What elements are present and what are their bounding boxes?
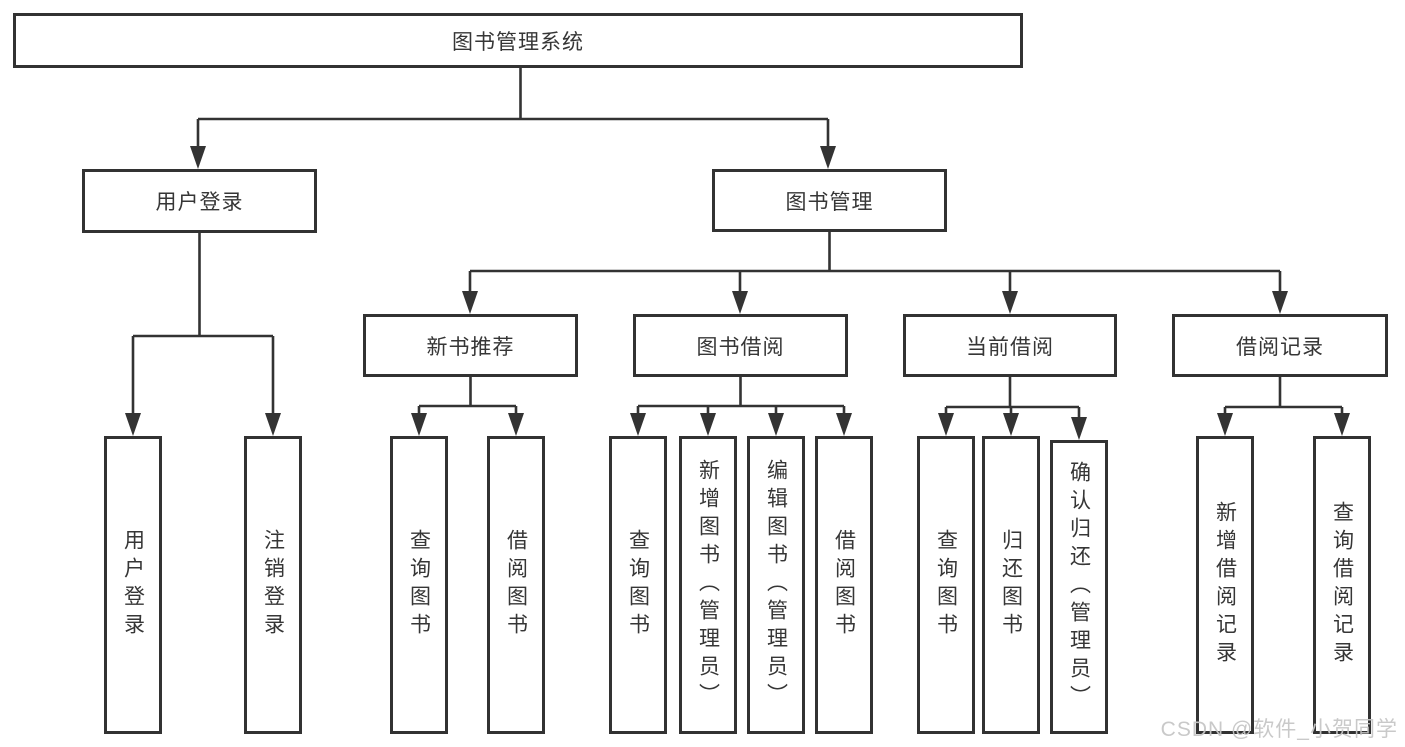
node-leaf-borrow-books-2-label: 借阅图书	[832, 529, 856, 641]
node-book-management: 图书管理	[712, 169, 947, 232]
arrowhead	[508, 413, 524, 436]
node-leaf-add-borrow-record-label: 新增借阅记录	[1213, 501, 1237, 669]
arrowhead	[938, 413, 954, 436]
node-leaf-return-books: 归还图书	[982, 436, 1040, 734]
node-book-management-label: 图书管理	[785, 190, 874, 214]
node-leaf-edit-books-admin: 编辑图书（管理员）	[747, 436, 805, 734]
arrowhead	[732, 291, 748, 314]
node-leaf-add-books-admin-label: 新增图书（管理员）	[696, 459, 720, 711]
node-leaf-logout-label: 注销登录	[261, 529, 285, 641]
arrowhead	[125, 413, 141, 436]
arrowhead	[1272, 291, 1288, 314]
node-leaf-user-login: 用户登录	[104, 436, 162, 734]
arrowhead	[1002, 291, 1018, 314]
arrowhead	[700, 413, 716, 436]
arrowhead	[1003, 413, 1019, 436]
node-leaf-confirm-return-admin: 确认归还（管理员）	[1050, 440, 1108, 734]
arrowhead	[190, 146, 206, 169]
node-leaf-query-books-1-label: 查询图书	[407, 529, 431, 641]
node-borrowing-records-label: 借阅记录	[1236, 335, 1324, 359]
node-leaf-add-borrow-record: 新增借阅记录	[1196, 436, 1254, 734]
node-book-borrowing-label: 图书借阅	[696, 335, 785, 359]
node-leaf-edit-books-admin-label: 编辑图书（管理员）	[764, 459, 788, 711]
node-root: 图书管理系统	[13, 13, 1023, 68]
node-new-book-recommend-label: 新书推荐	[426, 335, 515, 359]
node-leaf-query-books-1: 查询图书	[390, 436, 448, 734]
arrowhead	[768, 413, 784, 436]
node-leaf-user-login-label: 用户登录	[121, 529, 145, 641]
node-leaf-borrow-books-1: 借阅图书	[487, 436, 545, 734]
node-book-borrowing: 图书借阅	[633, 314, 848, 377]
connector-book-borrowing	[636, 377, 846, 418]
node-new-book-recommend: 新书推荐	[363, 314, 578, 377]
arrowhead	[1217, 413, 1233, 436]
arrowhead	[1071, 417, 1087, 440]
node-current-borrowing-label: 当前借阅	[966, 335, 1054, 359]
arrowhead	[265, 413, 281, 436]
connector-book-management	[468, 232, 1282, 296]
node-leaf-query-borrow-record: 查询借阅记录	[1313, 436, 1371, 734]
connector-root	[196, 68, 830, 150]
node-leaf-add-books-admin: 新增图书（管理员）	[679, 436, 737, 734]
node-leaf-confirm-return-admin-label: 确认归还（管理员）	[1067, 461, 1091, 713]
node-leaf-query-books-3-label: 查询图书	[934, 529, 958, 641]
arrowheads	[125, 146, 1350, 440]
arrowhead	[462, 291, 478, 314]
connector-borrowing-records	[1223, 377, 1344, 418]
node-leaf-query-borrow-record-label: 查询借阅记录	[1330, 501, 1354, 669]
node-leaf-query-books-2: 查询图书	[609, 436, 667, 734]
node-leaf-logout: 注销登录	[244, 436, 302, 734]
node-leaf-return-books-label: 归还图书	[999, 529, 1023, 641]
connector-new-book	[417, 377, 518, 418]
arrowhead	[820, 146, 836, 169]
arrowhead	[630, 413, 646, 436]
node-leaf-borrow-books-1-label: 借阅图书	[504, 529, 528, 641]
node-user-login-label: 用户登录	[155, 191, 244, 214]
node-leaf-borrow-books-2: 借阅图书	[815, 436, 873, 734]
node-current-borrowing: 当前借阅	[903, 314, 1117, 377]
node-leaf-query-books-3: 查询图书	[917, 436, 975, 734]
node-borrowing-records: 借阅记录	[1172, 314, 1388, 377]
arrowhead	[836, 413, 852, 436]
connector-current-borrowing	[944, 377, 1081, 422]
connector-user-login	[131, 233, 275, 418]
node-root-label: 图书管理系统	[452, 30, 584, 54]
arrowhead	[411, 413, 427, 436]
watermark-text: CSDN @软件_小贺同学	[1160, 718, 1398, 741]
node-user-login: 用户登录	[82, 169, 317, 233]
arrowhead	[1334, 413, 1350, 436]
node-leaf-query-books-2-label: 查询图书	[626, 529, 650, 641]
